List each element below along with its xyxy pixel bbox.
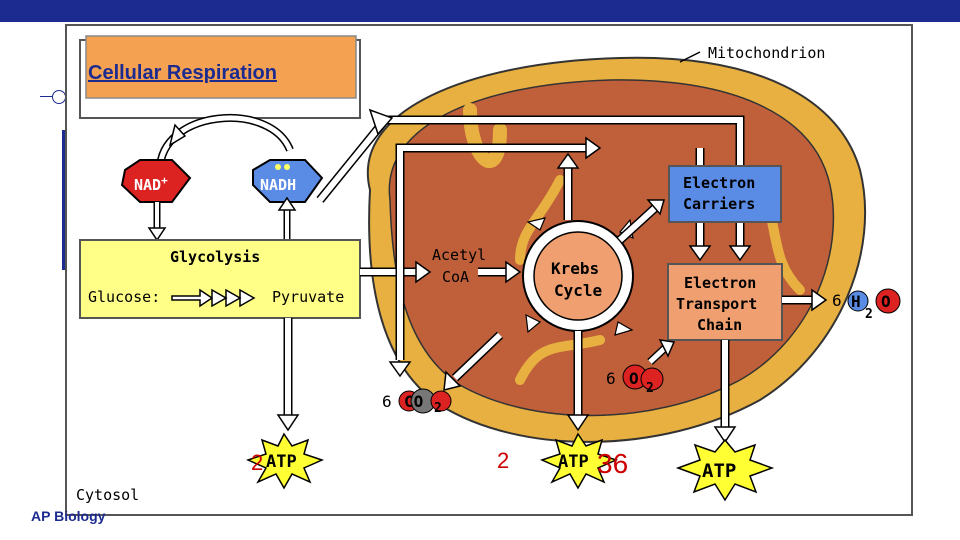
water-sub-label: 2 (865, 307, 873, 322)
atp-label-krebs: ATP (558, 452, 589, 472)
water-coefficient: 6 (832, 291, 842, 310)
atp-label-etc: ATP (702, 460, 736, 482)
oxygen-atom-b (640, 367, 664, 391)
title-box-inner (85, 35, 357, 99)
etc-line1: Electron (684, 274, 756, 292)
etc-line3: Chain (697, 316, 742, 334)
electron-dot (275, 164, 281, 170)
atp-count-glycolysis: 2 (251, 450, 264, 475)
glucose-label: Glucose: (88, 288, 160, 306)
atp-label-glycolysis: ATP (266, 452, 297, 472)
nadh-label: NADH (260, 176, 296, 194)
nad-plus-label: NAD+ (134, 174, 168, 194)
oxygen-coefficient: 6 (606, 369, 616, 388)
etc-line2: Transport (676, 295, 757, 313)
krebs-line1: Krebs (551, 259, 599, 278)
electron-carriers-box (668, 165, 782, 223)
nad-cycle-arrow-tip (168, 123, 187, 147)
co2-coefficient: 6 (382, 392, 392, 411)
oxygen-sub-label: 2 (646, 381, 654, 396)
atp-star-glycolysis (245, 432, 325, 490)
water-h-label: H (851, 292, 861, 311)
footer-label: AP Biology (31, 508, 106, 524)
co2-o-atom-b (430, 390, 452, 412)
water-o-atom (875, 288, 901, 314)
water-h-atom (847, 290, 869, 312)
electron-dot (284, 164, 290, 170)
atp-star-krebs (539, 432, 619, 490)
atp-count-etc: 36 (597, 448, 629, 479)
atp-star-etc (675, 438, 775, 502)
co2-co-label: CO (404, 392, 423, 411)
co2-sub-label: 2 (434, 401, 442, 416)
water-o-label: O (881, 292, 891, 311)
acetyl-line1: Acetyl (432, 246, 486, 264)
cytosol-label: Cytosol (76, 486, 139, 504)
carriers-line1: Electron (683, 174, 755, 192)
atp-count-krebs: 2 (497, 448, 510, 473)
acetyl-line2: CoA (442, 268, 469, 286)
glycolysis-label: Glycolysis (170, 248, 260, 266)
nad-plus-hexagon (120, 159, 192, 203)
krebs-line2: Cycle (554, 281, 602, 300)
glycolysis-steps-arrow (171, 288, 214, 308)
mitochondrion-label: Mitochondrion (708, 44, 825, 62)
krebs-cycle-core (533, 231, 623, 321)
glycolysis-box (79, 239, 361, 319)
mitochondrion-leader-line (679, 51, 701, 63)
oxygen-o-label: O (629, 369, 639, 388)
decorative-side-bar (62, 130, 65, 270)
slide-title: Cellular Respiration (88, 62, 277, 84)
title-bar (0, 0, 960, 22)
nadh-hexagon (252, 159, 324, 203)
pyruvate-label: Pyruvate (272, 288, 344, 306)
carriers-line2: Carriers (683, 195, 755, 213)
